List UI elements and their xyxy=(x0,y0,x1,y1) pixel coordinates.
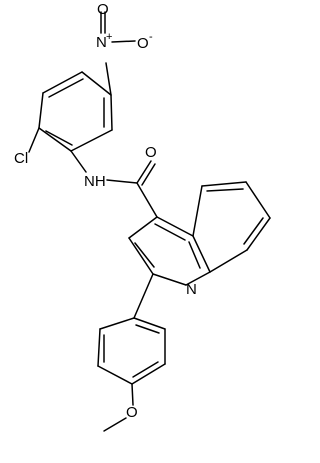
bond xyxy=(136,182,158,218)
bond xyxy=(128,237,154,275)
bond xyxy=(156,216,194,237)
bond xyxy=(141,163,156,186)
bond-inner xyxy=(134,242,155,268)
bond xyxy=(81,71,112,96)
bond-inner xyxy=(188,241,201,269)
nitro-o-right-charge: - xyxy=(149,31,153,43)
nitro-n-label: N xyxy=(96,34,107,51)
bond-inner xyxy=(154,223,186,241)
bond xyxy=(192,185,203,237)
bond xyxy=(192,235,211,273)
bond xyxy=(99,317,135,330)
bond xyxy=(128,216,158,239)
bond-inner xyxy=(48,78,84,98)
nitrophenyl-ring-bonds xyxy=(28,71,113,153)
bond xyxy=(97,328,101,367)
nitro-n-charge: + xyxy=(106,31,112,43)
chloro-label: Cl xyxy=(14,150,28,167)
methoxyphenyl-ring-bonds xyxy=(97,273,166,385)
bond xyxy=(131,363,166,385)
quinoline-benzo-ring-bonds xyxy=(192,181,271,273)
bond xyxy=(131,383,134,406)
methoxy-o-label: O xyxy=(126,404,138,421)
bond xyxy=(28,127,40,153)
quinoline-pyridine-ring-bonds xyxy=(128,216,211,286)
molecule-structure-diagram: N + O O - Cl NH O N O xyxy=(14,1,271,432)
bond xyxy=(106,179,138,184)
bond xyxy=(201,181,247,187)
quinoline-n-label: N xyxy=(186,281,197,298)
bond xyxy=(209,249,248,273)
amide-nh-label: NH xyxy=(84,173,106,190)
bond-inner xyxy=(206,188,244,192)
bond xyxy=(185,271,211,286)
bond xyxy=(103,417,127,432)
bond xyxy=(152,273,187,286)
bond xyxy=(97,365,133,385)
nitro-o-right-label: O xyxy=(137,35,149,52)
methoxy-group-bonds xyxy=(103,383,134,432)
bond xyxy=(38,92,44,129)
bond xyxy=(136,160,152,184)
bond xyxy=(133,317,166,330)
nitro-o-top-label: O xyxy=(97,1,109,18)
bond xyxy=(70,129,113,152)
bond-inner xyxy=(243,217,264,245)
bond xyxy=(111,40,136,43)
bond xyxy=(105,62,112,96)
bond xyxy=(70,150,87,173)
amide-bonds xyxy=(70,150,158,218)
bond xyxy=(133,273,154,319)
bond-inner xyxy=(132,361,159,378)
bond xyxy=(42,71,83,94)
bond xyxy=(110,94,113,131)
bond-inner xyxy=(135,324,160,334)
bond xyxy=(245,181,271,219)
bond-inner xyxy=(45,130,73,146)
bond xyxy=(246,217,271,251)
bond xyxy=(38,127,72,152)
nitro-group-bonds xyxy=(100,11,136,96)
amide-o-label: O xyxy=(145,144,157,161)
